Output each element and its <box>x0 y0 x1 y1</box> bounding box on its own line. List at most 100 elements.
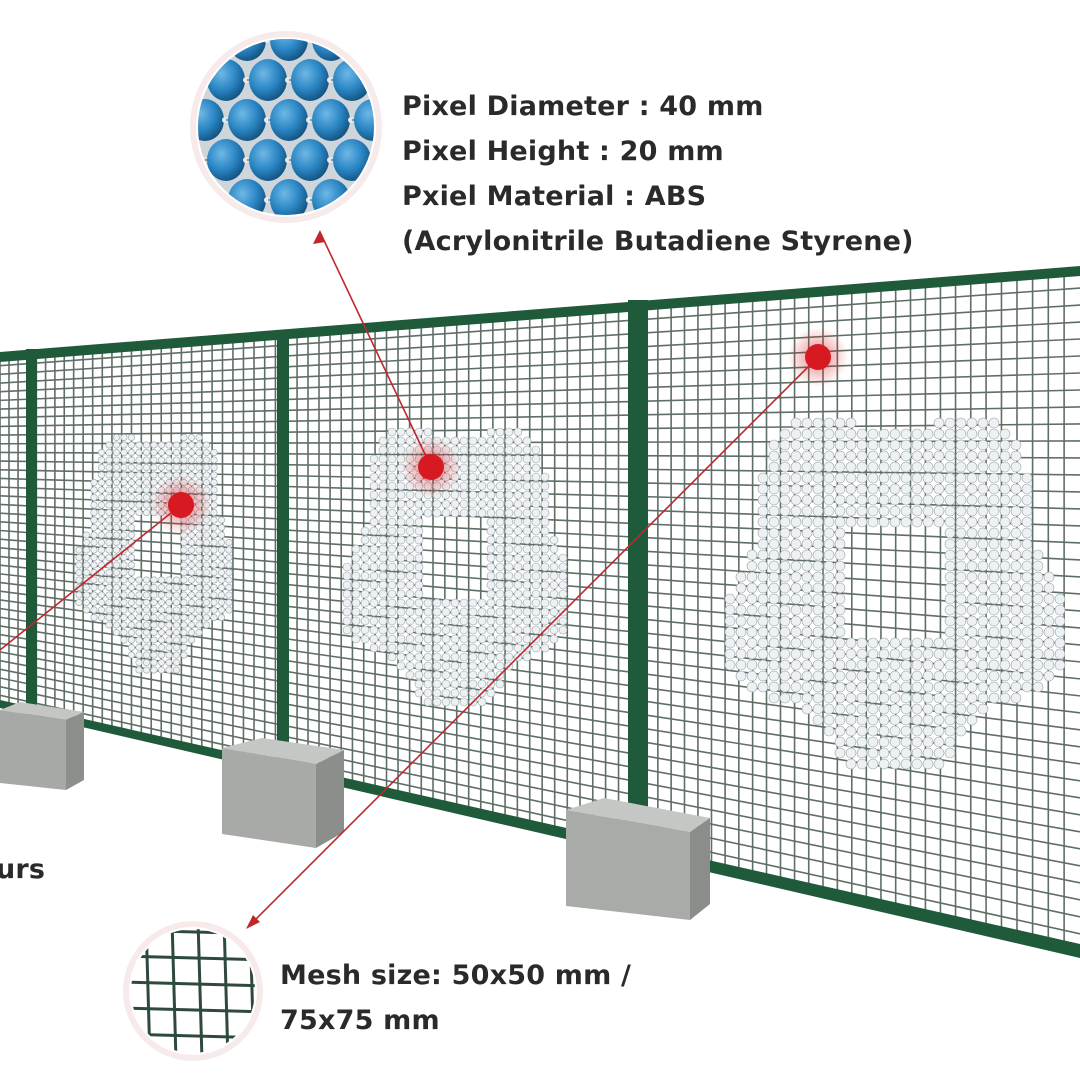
white-pixel <box>504 472 514 482</box>
white-pixel <box>522 490 532 500</box>
white-pixel <box>180 576 188 584</box>
white-pixel <box>218 576 226 584</box>
white-pixel <box>441 625 451 635</box>
white-pixel <box>210 456 218 464</box>
blue-pixel <box>333 0 371 21</box>
white-pixel <box>540 643 550 653</box>
white-pixel <box>143 666 151 674</box>
white-pixel <box>225 583 233 591</box>
white-pixel <box>1043 626 1055 638</box>
white-pixel <box>867 736 879 748</box>
white-pixel <box>558 589 568 599</box>
white-pixel <box>225 568 233 576</box>
white-pixel <box>378 562 388 572</box>
white-pixel <box>999 505 1011 517</box>
white-pixel <box>486 472 496 482</box>
white-pixel <box>113 456 121 464</box>
white-pixel <box>90 516 98 524</box>
white-pixel <box>845 681 857 693</box>
white-pixel <box>549 580 559 590</box>
white-pixel <box>360 607 370 617</box>
white-pixel <box>922 703 934 715</box>
white-pixel <box>988 670 1000 682</box>
white-pixel <box>801 637 813 649</box>
white-pixel <box>173 628 181 636</box>
white-pixel <box>120 501 128 509</box>
white-pixel <box>513 643 523 653</box>
white-pixel <box>128 606 136 614</box>
white-pixel <box>387 490 397 500</box>
white-pixel <box>966 637 978 649</box>
white-pixel <box>900 505 912 517</box>
white-pixel <box>387 463 397 473</box>
white-pixel <box>143 448 151 456</box>
white-pixel <box>90 591 98 599</box>
white-pixel <box>746 681 758 693</box>
white-pixel <box>150 666 158 674</box>
white-pixel <box>856 637 868 649</box>
white-pixel <box>966 692 978 704</box>
white-pixel <box>522 625 532 635</box>
white-pixel <box>378 553 388 563</box>
white-pixel <box>933 670 945 682</box>
white-pixel <box>779 483 791 495</box>
white-pixel <box>158 666 166 674</box>
white-pixel <box>812 538 824 550</box>
white-pixel <box>351 580 361 590</box>
white-pixel <box>522 472 532 482</box>
white-pixel <box>351 634 361 644</box>
white-pixel <box>922 714 934 726</box>
white-pixel <box>889 516 901 528</box>
white-pixel <box>911 703 923 715</box>
white-pixel <box>468 652 478 662</box>
white-pixel <box>369 544 379 554</box>
white-pixel <box>999 604 1011 616</box>
white-pixel <box>531 490 541 500</box>
white-pixel <box>414 535 424 545</box>
white-pixel <box>823 714 835 726</box>
white-pixel <box>128 493 136 501</box>
white-pixel <box>801 681 813 693</box>
white-pixel <box>790 626 802 638</box>
white-pixel <box>735 670 747 682</box>
blue-pixel <box>438 19 476 61</box>
white-pixel <box>98 456 106 464</box>
white-pixel <box>135 441 143 449</box>
white-pixel <box>724 626 736 638</box>
white-pixel <box>999 538 1011 550</box>
white-pixel <box>441 661 451 671</box>
white-pixel <box>450 643 460 653</box>
white-pixel <box>790 593 802 605</box>
white-pixel <box>210 501 218 509</box>
white-pixel <box>342 589 352 599</box>
blue-pixel <box>291 0 329 21</box>
white-pixel <box>1010 637 1022 649</box>
white-pixel <box>966 714 978 726</box>
white-pixel <box>977 527 989 539</box>
white-pixel <box>173 591 181 599</box>
white-pixel <box>486 481 496 491</box>
white-pixel <box>495 481 505 491</box>
white-pixel <box>468 688 478 698</box>
white-pixel <box>999 637 1011 649</box>
white-pixel <box>203 523 211 531</box>
white-pixel <box>195 561 203 569</box>
white-pixel <box>834 538 846 550</box>
white-pixel <box>988 692 1000 704</box>
white-pixel <box>495 463 505 473</box>
white-pixel <box>933 439 945 451</box>
white-pixel <box>900 472 912 484</box>
white-pixel <box>757 670 769 682</box>
white-pixel <box>1021 494 1033 506</box>
white-pixel <box>1010 626 1022 638</box>
white-pixel <box>414 580 424 590</box>
white-pixel <box>143 636 151 644</box>
white-pixel <box>955 725 967 737</box>
white-pixel <box>495 544 505 554</box>
white-pixel <box>856 505 868 517</box>
blue-pixel <box>354 39 374 61</box>
white-pixel <box>966 648 978 660</box>
white-pixel <box>757 648 769 660</box>
white-pixel <box>150 636 158 644</box>
white-pixel <box>768 494 780 506</box>
